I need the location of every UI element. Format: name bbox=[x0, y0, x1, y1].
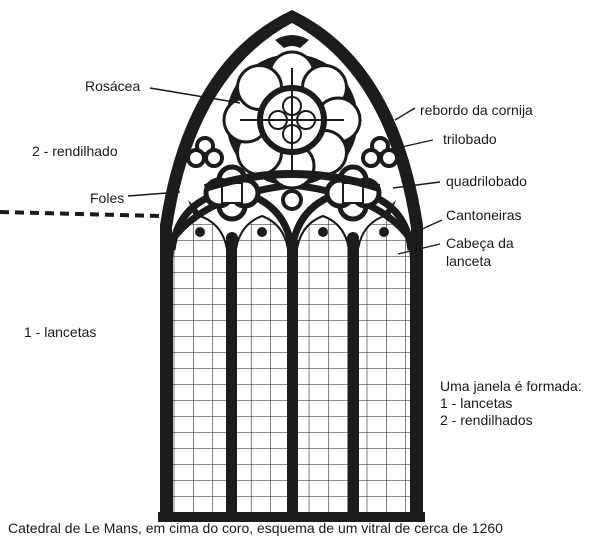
label-cabeca-line2: lanceta bbox=[446, 253, 492, 269]
note-line-3: 2 - rendilhados bbox=[440, 412, 533, 428]
label-lancetas: 1 - lancetas bbox=[24, 324, 97, 340]
label-foles: Foles bbox=[90, 190, 125, 206]
mullions bbox=[158, 240, 425, 522]
label-cantoneiras: Cantoneiras bbox=[446, 207, 522, 223]
label-quadrilobado: quadrilobado bbox=[446, 173, 527, 189]
trefoil-left bbox=[186, 136, 224, 168]
lancet-4 bbox=[356, 214, 412, 517]
trefoil-right bbox=[361, 136, 399, 168]
leader-lines bbox=[127, 87, 443, 255]
lancet-1 bbox=[171, 214, 229, 517]
figure-caption: Catedral de Le Mans, em cima do coro, es… bbox=[8, 520, 503, 536]
lancet-2 bbox=[234, 214, 290, 517]
spandrels bbox=[188, 35, 396, 222]
dashed-indicator bbox=[0, 210, 161, 218]
label-rendilhado: 2 - rendilhado bbox=[32, 143, 118, 159]
note-line-2: 1 - lancetas bbox=[440, 395, 513, 411]
small-oculus bbox=[281, 189, 303, 211]
label-rebordo-cornija: rebordo da cornija bbox=[420, 102, 533, 118]
label-rosacea: Rosácea bbox=[85, 78, 141, 94]
note-box: Uma janela é formada: 1 - lancetas 2 - r… bbox=[440, 378, 582, 429]
rose-window bbox=[203, 50, 381, 192]
lancet-heads bbox=[195, 227, 389, 244]
label-trilobado: trilobado bbox=[443, 131, 497, 147]
label-cabeca-line1: Cabeça da bbox=[446, 235, 514, 251]
lancet-3 bbox=[295, 214, 351, 517]
note-line-1: Uma janela é formada: bbox=[440, 378, 582, 394]
